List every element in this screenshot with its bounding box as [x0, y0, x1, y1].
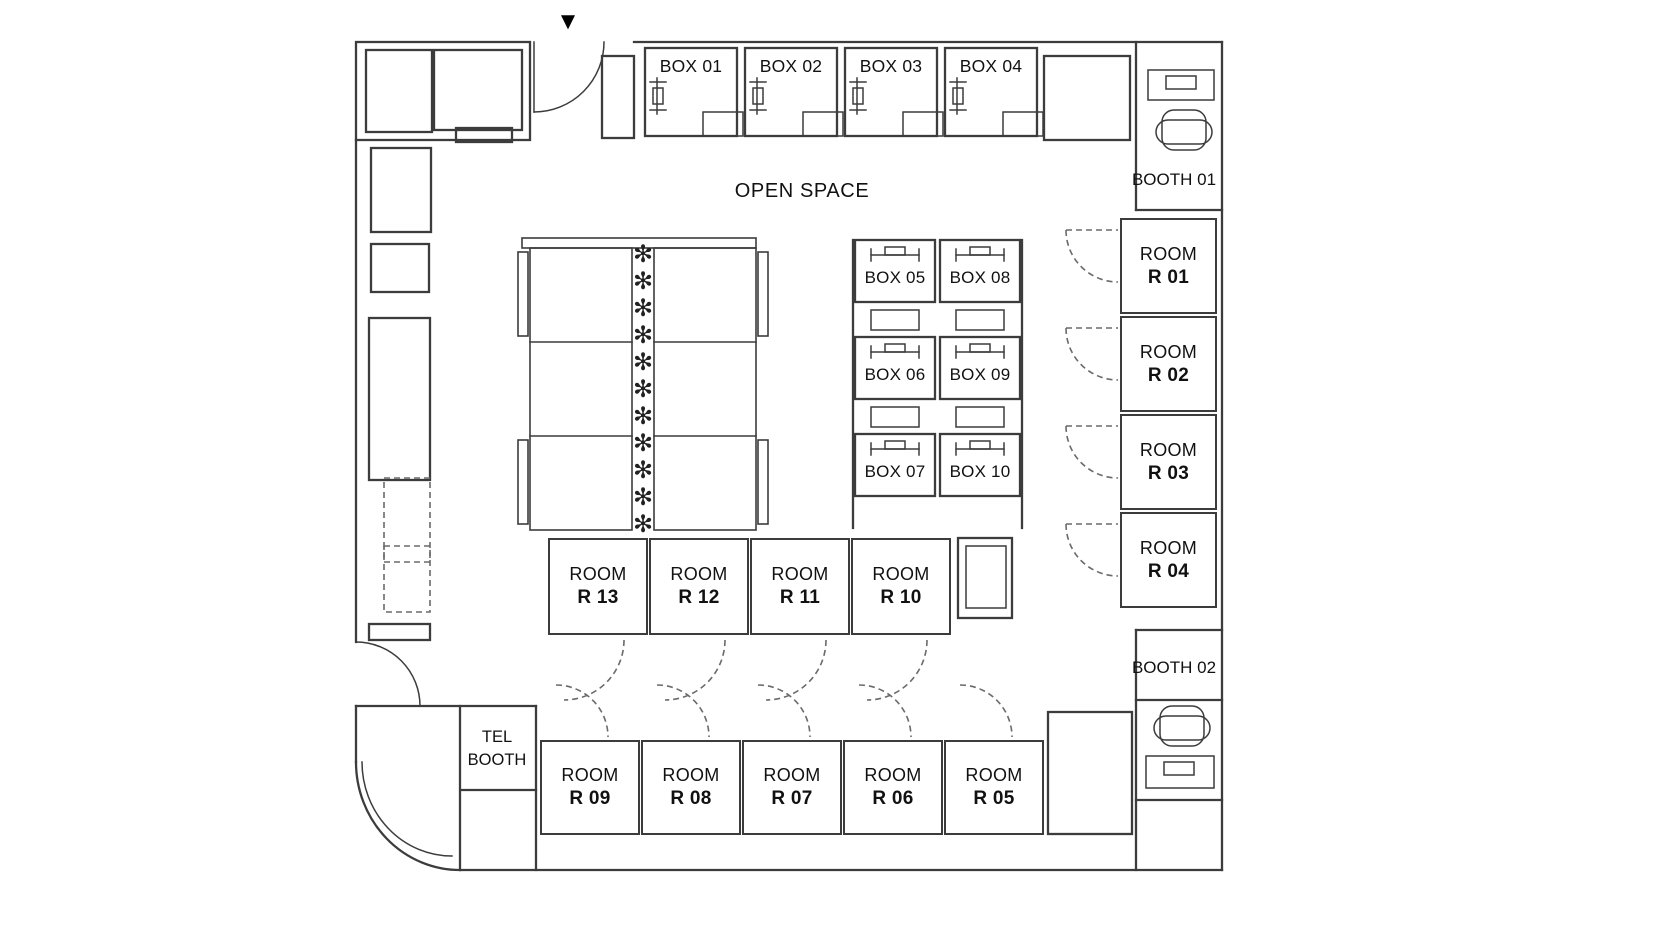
plant-strip: ✻✻✻✻✻✻✻✻✻✻✻ [633, 241, 653, 538]
dashed-cabinets [383, 477, 431, 613]
room-number-label: R 03 [1147, 462, 1190, 484]
room-number-label: R 12 [678, 587, 720, 608]
svg-text:✻: ✻ [633, 430, 653, 457]
svg-text:✻: ✻ [633, 457, 653, 484]
svg-text:✻: ✻ [633, 403, 653, 430]
room-number-label: R 09 [569, 788, 611, 809]
room-r02: ROOM R 02 [1120, 316, 1217, 412]
room-number-label: R 06 [872, 788, 914, 809]
room-type-label: ROOM [662, 765, 720, 785]
svg-text:✻: ✻ [633, 484, 653, 511]
tel-booth-line1: TEL [481, 728, 513, 746]
open-space-label: OPEN SPACE [734, 180, 870, 202]
box-06-label: BOX 06 [864, 365, 926, 384]
box-03-label: BOX 03 [859, 56, 923, 76]
room-type-label: ROOM [569, 564, 627, 584]
box-01-label: BOX 01 [659, 56, 723, 76]
box-09-label: BOX 09 [949, 365, 1011, 384]
room-number-label: R 08 [670, 788, 712, 809]
room-r06: ROOM R 06 [843, 740, 943, 835]
door-arcs [555, 229, 1119, 738]
room-type-label: ROOM [670, 564, 728, 584]
room-r04: ROOM R 04 [1120, 512, 1217, 608]
box-04-label: BOX 04 [959, 56, 1023, 76]
room-r13: ROOM R 13 [548, 538, 648, 635]
walls [354, 40, 1224, 872]
room-type-label: ROOM [771, 564, 829, 584]
room-number-label: R 07 [771, 788, 813, 809]
room-type-label: ROOM [1139, 439, 1198, 460]
room-type-label: ROOM [965, 765, 1023, 785]
booth-01-label: BOOTH 01 [1131, 170, 1217, 189]
room-type-label: ROOM [1139, 243, 1198, 264]
tel-booth-line2: BOOTH [467, 751, 527, 770]
room-number-label: R 01 [1147, 266, 1190, 288]
room-number-label: R 02 [1147, 364, 1190, 386]
svg-text:✻: ✻ [633, 295, 653, 322]
room-number-label: R 05 [973, 788, 1015, 809]
room-r12: ROOM R 12 [649, 538, 749, 635]
room-r11: ROOM R 11 [750, 538, 850, 635]
room-number-label: R 04 [1147, 560, 1190, 582]
box-07-label: BOX 07 [864, 462, 926, 481]
room-r01: ROOM R 01 [1120, 218, 1217, 314]
box-02-label: BOX 02 [759, 56, 823, 76]
room-type-label: ROOM [561, 765, 619, 785]
box-08-label: BOX 08 [949, 268, 1011, 287]
tel-booth-label: TEL BOOTH [458, 726, 536, 772]
room-r10: ROOM R 10 [851, 538, 951, 635]
room-type-label: ROOM [1139, 341, 1198, 362]
svg-text:✻: ✻ [633, 322, 653, 349]
svg-text:✻: ✻ [633, 268, 653, 295]
box-05-label: BOX 05 [864, 268, 926, 287]
furniture-icons [355, 41, 1215, 857]
room-r08: ROOM R 08 [641, 740, 741, 835]
room-r09: ROOM R 09 [540, 740, 640, 835]
box-10-label: BOX 10 [949, 462, 1011, 481]
svg-text:✻: ✻ [633, 241, 653, 268]
svg-text:✻: ✻ [633, 511, 653, 538]
room-number-label: R 10 [880, 587, 922, 608]
room-number-label: R 13 [577, 587, 619, 608]
desk-cluster [517, 237, 769, 531]
room-type-label: ROOM [763, 765, 821, 785]
svg-text:✻: ✻ [633, 376, 653, 403]
room-type-label: ROOM [864, 765, 922, 785]
room-r05: ROOM R 05 [944, 740, 1044, 835]
entrance-marker-icon: ▼ [556, 8, 580, 35]
room-number-label: R 11 [779, 587, 821, 608]
svg-text:✻: ✻ [633, 349, 653, 376]
room-r03: ROOM R 03 [1120, 414, 1217, 510]
room-r07: ROOM R 07 [742, 740, 842, 835]
room-type-label: ROOM [872, 564, 930, 584]
room-type-label: ROOM [1139, 537, 1198, 558]
booth-02-label: BOOTH 02 [1131, 658, 1217, 677]
